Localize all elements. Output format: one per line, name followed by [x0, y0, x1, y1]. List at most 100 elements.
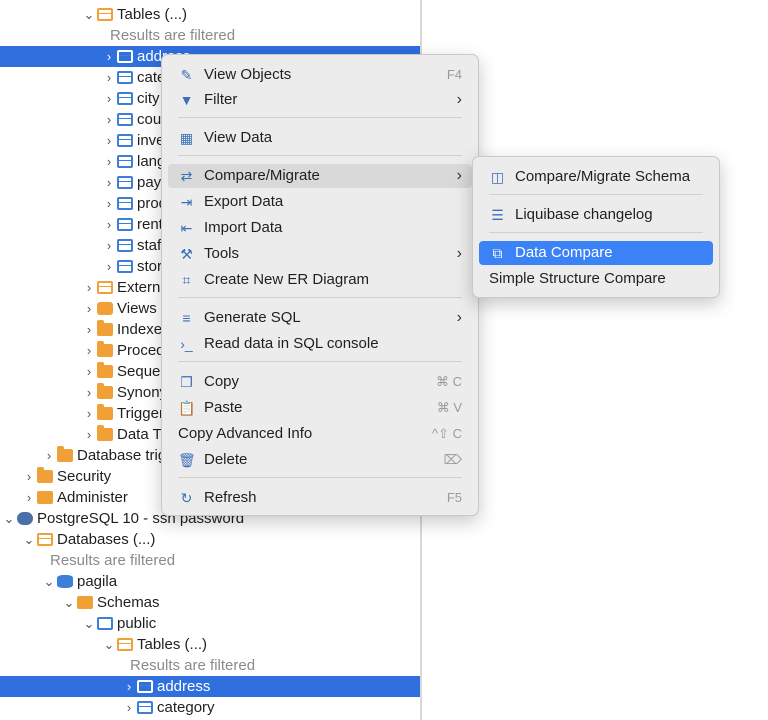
tables-icon: [37, 533, 53, 546]
tree-node-city[interactable]: › city: [0, 88, 420, 109]
db-icon: [57, 575, 73, 588]
menu-item-copy[interactable]: ❐Copy⌘ C: [168, 370, 472, 394]
import-icon: ⇤: [180, 220, 193, 236]
tree-node-category[interactable]: › category: [0, 697, 420, 718]
menu-item-data-compare[interactable]: ⧉ Data Compare: [479, 241, 713, 265]
menu-item-tools[interactable]: ⚒Tools›: [168, 242, 472, 266]
chevron-right-icon[interactable]: ›: [126, 700, 132, 715]
chevron-down-icon[interactable]: ⌄: [3, 511, 15, 526]
chevron-right-icon[interactable]: ›: [106, 238, 112, 253]
tree-node-label: Triggers: [117, 405, 172, 422]
tree-node-label: city: [137, 90, 160, 107]
chevron-right-icon[interactable]: ›: [86, 301, 92, 316]
tree-node-public[interactable]: ⌄public: [0, 613, 420, 634]
chevron-right-icon[interactable]: ›: [86, 385, 92, 400]
chevron-right-icon[interactable]: ›: [86, 364, 92, 379]
table-icon: [117, 134, 133, 147]
table-icon: [117, 113, 133, 126]
menu-item-label: Data Compare: [515, 244, 613, 261]
chevron-right-icon: ›: [456, 167, 462, 184]
tables-icon: [117, 638, 133, 651]
menu-item-label: View Objects: [204, 66, 292, 83]
menu-separator: [178, 155, 462, 156]
tree-node-security[interactable]: ›Security: [0, 466, 420, 487]
menu-item-read-data-in-sql-console[interactable]: ›_Read data in SQL console: [168, 332, 472, 356]
menu-item-copy-advanced-info[interactable]: Copy Advanced Info^⇧ C: [168, 422, 472, 446]
tree-node-staff[interactable]: ›staff: [0, 235, 420, 256]
chevron-down-icon[interactable]: ⌄: [103, 637, 115, 652]
tree-node-schemas[interactable]: ⌄Schemas: [0, 592, 420, 613]
tree-node-pagila[interactable]: ⌄pagila: [0, 571, 420, 592]
tree-node-label: Results are filtered: [130, 657, 256, 674]
chevron-right-icon[interactable]: ›: [26, 469, 32, 484]
menu-item-label: View Data: [204, 129, 273, 146]
paste-icon: 📋: [178, 400, 196, 416]
data-compare-icon: ⧉: [492, 245, 503, 261]
chevron-down-icon[interactable]: ⌄: [63, 595, 75, 610]
filter-notice: Results are filtered: [0, 655, 420, 676]
chevron-right-icon[interactable]: ›: [86, 427, 92, 442]
chevron-right-icon[interactable]: ›: [106, 259, 112, 274]
chevron-right-icon[interactable]: ›: [106, 133, 112, 148]
chevron-right-icon[interactable]: ›: [106, 217, 112, 232]
menu-separator: [178, 117, 462, 118]
chevron-right-icon[interactable]: ›: [106, 112, 112, 127]
tree-node-views[interactable]: ›Views: [0, 298, 420, 319]
chevron-right-icon[interactable]: ›: [26, 490, 32, 505]
tree-node-administer[interactable]: ›Administer: [0, 487, 420, 508]
folder-icon: [97, 404, 113, 420]
chevron-right-icon[interactable]: ›: [86, 406, 92, 421]
menu-item-view-data[interactable]: ▦ View Data: [168, 126, 472, 150]
tree-node-triggers[interactable]: › Triggers: [0, 403, 420, 424]
pencil-icon: ✎: [180, 67, 193, 83]
chevron-down-icon[interactable]: ⌄: [43, 574, 55, 589]
menu-item-simple-structure-compare[interactable]: Simple Structure Compare: [479, 267, 713, 291]
tree-node-tables[interactable]: ⌄Tables (...): [0, 634, 420, 655]
menu-item-filter[interactable]: ▼Filter›: [168, 88, 472, 112]
chevron-right-icon[interactable]: ›: [106, 196, 112, 211]
menu-item-liquibase-changelog[interactable]: ☰Liquibase changelog: [479, 203, 713, 227]
chevron-right-icon: ›: [456, 245, 462, 262]
shortcut-hint: ⌦: [443, 452, 462, 467]
tree-node-indexes[interactable]: ›Indexes: [0, 319, 420, 340]
menu-item-generate-sql[interactable]: ≡Generate SQL›: [168, 306, 472, 330]
chevron-down-icon[interactable]: ⌄: [83, 616, 95, 631]
tree-node-databases[interactable]: ⌄Databases (...): [0, 529, 420, 550]
folder-icon: [97, 425, 113, 441]
menu-item-export-data[interactable]: ⇥Export Data: [168, 190, 472, 214]
tree-node-address[interactable]: ›address: [0, 676, 420, 697]
menu-item-delete[interactable]: 🗑Delete⌦: [168, 448, 472, 472]
menu-item-import-data[interactable]: ⇤Import Data: [168, 216, 472, 240]
menu-item-label: Copy Advanced Info: [178, 425, 313, 442]
chevron-right-icon[interactable]: ›: [126, 679, 132, 694]
chevron-down-icon[interactable]: ⌄: [83, 7, 95, 22]
view-data-icon: ▦: [179, 130, 194, 146]
tree-node-label: Tables (...): [117, 6, 188, 23]
doc-icon: [97, 617, 113, 630]
chevron-right-icon[interactable]: ›: [106, 154, 112, 169]
chevron-right-icon[interactable]: ›: [86, 280, 92, 295]
tables-icon: [97, 8, 113, 21]
menu-item-compare-migrate-schema[interactable]: ◫Compare/Migrate Schema: [479, 165, 713, 189]
schema-compare-icon: ◫: [490, 169, 505, 185]
tree-node-tables[interactable]: ⌄ Tables (...): [0, 4, 420, 25]
chevron-right-icon[interactable]: ›: [106, 175, 112, 190]
table-icon: [117, 239, 133, 252]
chevron-right-icon[interactable]: ›: [46, 448, 52, 463]
tree-node-label: category: [157, 699, 215, 716]
chevron-right-icon[interactable]: ›: [106, 91, 112, 106]
chevron-down-icon[interactable]: ⌄: [23, 532, 35, 547]
menu-item-create-new-er-diagram[interactable]: ⌗Create New ER Diagram: [168, 268, 472, 292]
tree-node-label: Results are filtered: [110, 27, 236, 44]
table-icon: [117, 197, 133, 210]
chevron-right-icon[interactable]: ›: [86, 322, 92, 337]
chevron-right-icon[interactable]: ›: [106, 49, 112, 64]
menu-item-paste[interactable]: 📋Paste⌘ V: [168, 396, 472, 420]
chevron-right-icon[interactable]: ›: [106, 70, 112, 85]
chevron-right-icon[interactable]: ›: [86, 343, 92, 358]
sql-icon: ≡: [182, 310, 191, 326]
menu-item-compare-migrate[interactable]: ⇄Compare/Migrate›: [168, 164, 472, 188]
